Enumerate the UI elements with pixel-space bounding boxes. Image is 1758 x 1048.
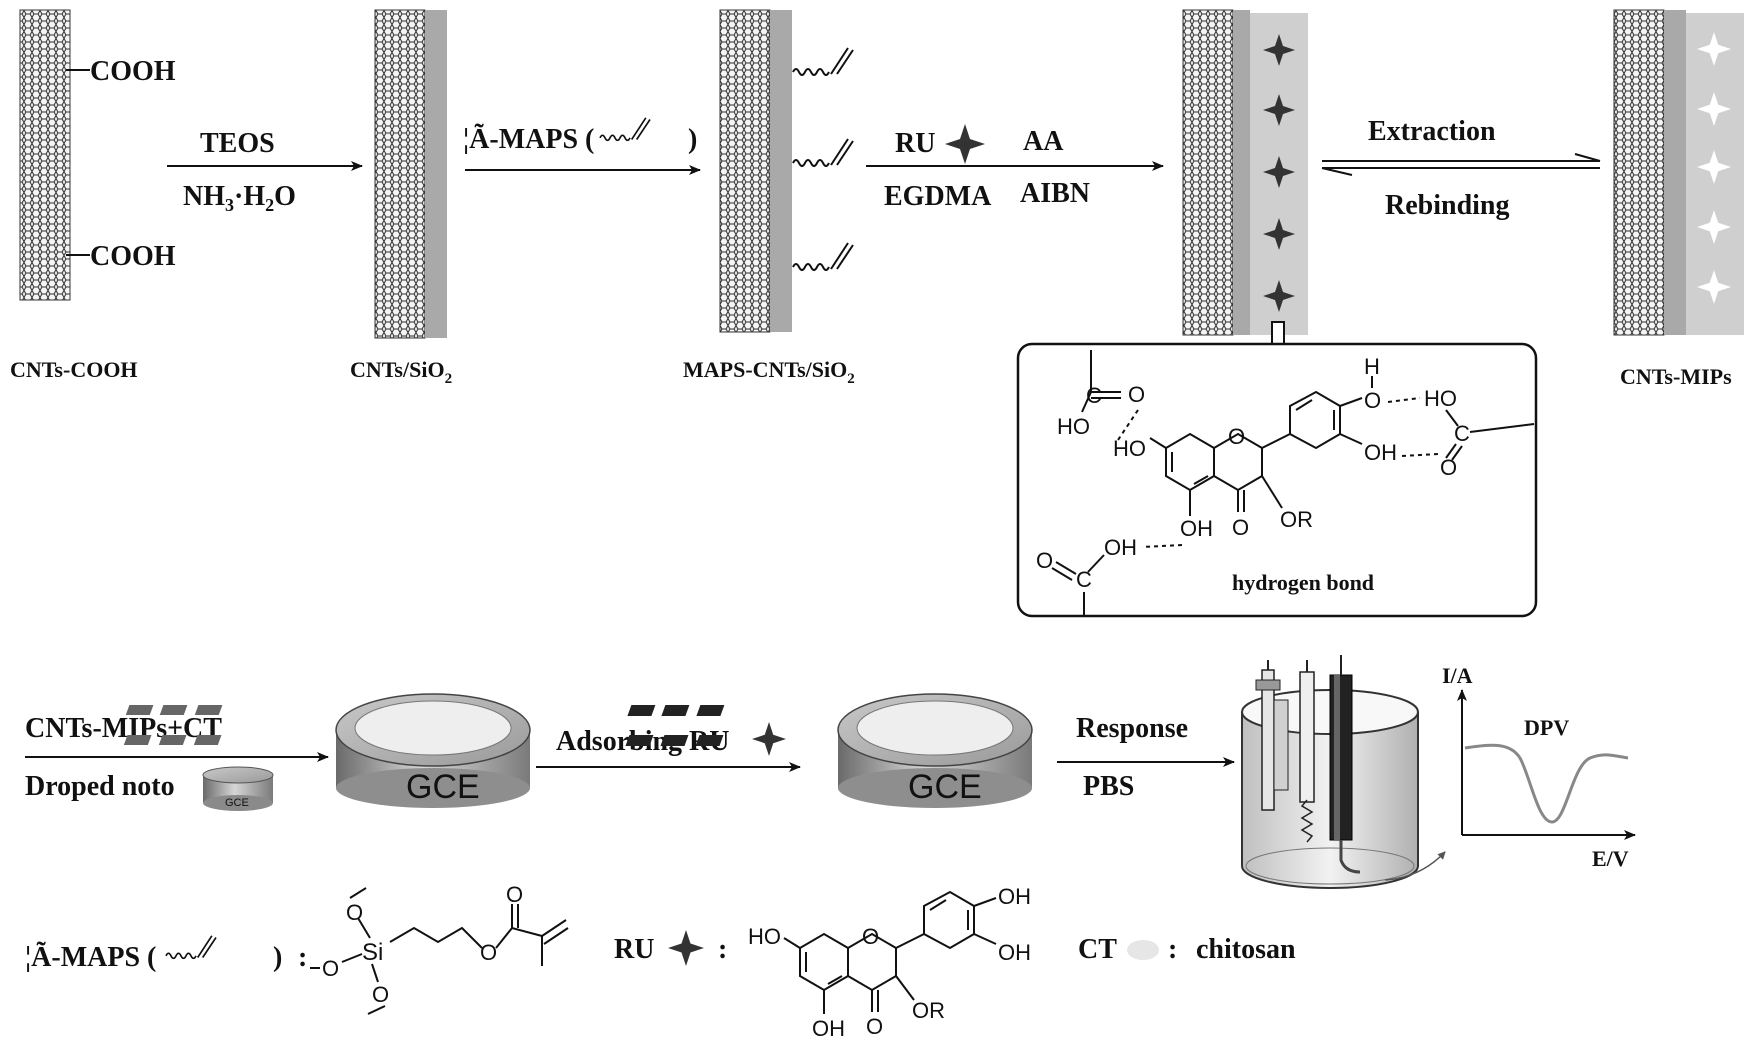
- cnt-tube-1: [20, 10, 90, 300]
- svg-text:O: O: [1440, 455, 1457, 480]
- maps-legend-label: ¦Ã-MAPS (: [25, 942, 156, 973]
- maps-cnts-sio2-label: MAPS-CNTs/SiO2: [683, 357, 855, 387]
- cooh-label-top: COOH: [90, 56, 176, 87]
- electrochemical-cell: [1242, 655, 1418, 888]
- maps-step-paren: ): [688, 124, 697, 155]
- extraction-label: Extraction: [1368, 116, 1496, 147]
- vinyl-icon-step: [600, 118, 650, 140]
- svg-text:HO: HO: [1057, 414, 1090, 439]
- svg-text:O: O: [1228, 424, 1245, 449]
- ru-legend-star-icon: [668, 930, 704, 966]
- svg-text:O: O: [506, 882, 523, 907]
- svg-text:O: O: [1364, 388, 1381, 413]
- svg-text:OH: OH: [1104, 535, 1137, 560]
- cooh-label-bottom: COOH: [90, 241, 176, 272]
- svg-text:O: O: [480, 940, 497, 965]
- aa-label: AA: [1023, 126, 1064, 157]
- svg-text:OR: OR: [912, 998, 945, 1023]
- svg-text:O: O: [862, 924, 879, 949]
- svg-text:HO: HO: [1424, 386, 1457, 411]
- svg-text:C: C: [1086, 383, 1102, 408]
- svg-text:OH: OH: [1180, 516, 1213, 541]
- svg-text:HO: HO: [1113, 436, 1146, 461]
- ru-label: RU: [895, 128, 935, 159]
- svg-text:O: O: [322, 956, 339, 981]
- nh3-h2o-label: NH3·H2O: [183, 181, 296, 215]
- chitosan-label: chitosan: [1196, 934, 1296, 965]
- gce-label-1: GCE: [406, 768, 480, 806]
- svg-text:GCE: GCE: [225, 797, 249, 809]
- svg-text:O: O: [1232, 515, 1249, 540]
- svg-text:Si: Si: [362, 939, 383, 966]
- ru-legend-label: RU: [614, 934, 654, 965]
- ia-axis-label: I/A: [1442, 663, 1473, 688]
- ct-legend-label: CT: [1078, 934, 1117, 965]
- cnts-sio2-label: CNTs/SiO2: [350, 357, 452, 387]
- ru-star-icon: [945, 124, 985, 164]
- droped-noto-label: Droped noto: [25, 771, 175, 802]
- rebinding-label: Rebinding: [1385, 190, 1510, 221]
- maps-structure: Si O O O O O: [310, 882, 568, 1014]
- rutin-structure: O O OR HO OH OH OH: [748, 884, 1031, 1041]
- cnt-tube-3: [720, 10, 792, 332]
- vinyl-icon-1: [793, 48, 853, 75]
- svg-text:O: O: [1128, 382, 1145, 407]
- ru-legend-colon: :: [718, 934, 727, 965]
- maps-legend-colon: :: [298, 942, 307, 973]
- vinyl-icon-3: [793, 243, 853, 270]
- svg-text:HO: HO: [748, 924, 781, 949]
- maps-step-label: ¦Ã-MAPS (: [463, 124, 594, 155]
- vinyl-icon-legend: [166, 936, 216, 959]
- aibn-label: AIBN: [1020, 178, 1090, 209]
- vinyl-icon-2: [793, 139, 853, 166]
- hydrogen-bond-label: hydrogen bond: [1232, 570, 1374, 595]
- hydrogen-bond-inset: C O HO O O OR HO OH O H OH HO C: [1018, 344, 1536, 616]
- svg-text:C: C: [1454, 421, 1470, 446]
- svg-text:C: C: [1076, 567, 1092, 592]
- svg-text:O: O: [1036, 548, 1053, 573]
- svg-text:OH: OH: [998, 940, 1031, 965]
- dpv-plot: [1462, 690, 1635, 835]
- adsorbing-star-icon: [752, 722, 786, 756]
- svg-text:OH: OH: [812, 1016, 845, 1041]
- response-label: Response: [1076, 713, 1188, 744]
- svg-text:OH: OH: [1364, 440, 1397, 465]
- cnts-cooh-label: CNTs-COOH: [10, 357, 138, 382]
- gce-label-2: GCE: [908, 768, 982, 806]
- svg-text:OR: OR: [1280, 507, 1313, 532]
- svg-text:OH: OH: [998, 884, 1031, 909]
- dpv-label: DPV: [1524, 715, 1569, 740]
- egdma-label: EGDMA: [884, 181, 992, 212]
- teos-label: TEOS: [200, 128, 275, 159]
- svg-text:H: H: [1364, 354, 1380, 379]
- cnts-mips-label: CNTs-MIPs: [1620, 364, 1732, 389]
- ct-blob-icon: [1127, 940, 1159, 960]
- cnts-mips-ct-label: CNTs-MIPs+CT: [25, 713, 222, 744]
- svg-text:O: O: [346, 900, 363, 925]
- pbs-label: PBS: [1083, 771, 1134, 802]
- svg-text:O: O: [372, 982, 389, 1007]
- maps-legend-paren: ): [273, 942, 282, 973]
- ct-legend-colon: :: [1168, 934, 1177, 965]
- cnt-tube-2: [375, 10, 447, 338]
- svg-text:O: O: [866, 1014, 883, 1039]
- small-gce-icon: GCE: [203, 767, 273, 811]
- ev-axis-label: E/V: [1592, 846, 1629, 871]
